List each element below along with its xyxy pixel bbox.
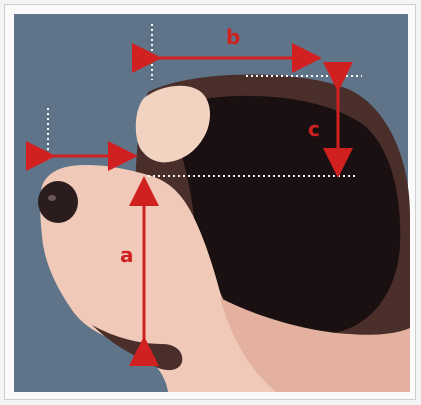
label-a: a	[120, 243, 134, 267]
nose-highlight	[48, 195, 56, 201]
dog-nose	[38, 181, 78, 223]
label-c: c	[308, 117, 320, 141]
label-b: b	[226, 25, 240, 49]
